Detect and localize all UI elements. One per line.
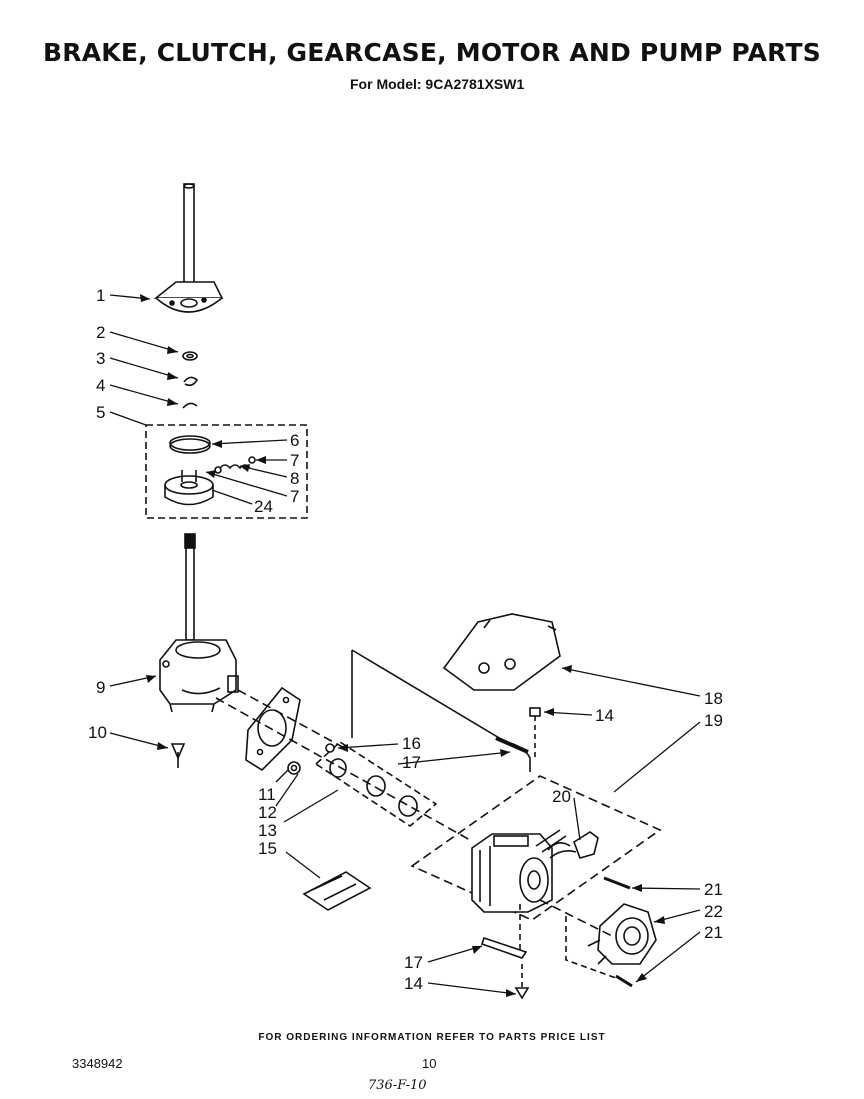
part-21-clip-lower: [615, 974, 633, 988]
part-18-insulator: [442, 613, 561, 691]
callout-22: 22: [704, 902, 723, 921]
part-9-gearcase: [159, 533, 239, 713]
callout-18: 18: [704, 689, 723, 708]
callout-12: 12: [258, 803, 277, 822]
callout-2: 2: [96, 323, 105, 342]
callout-10: 10: [88, 723, 107, 742]
leader-arrowheads: [140, 294, 665, 997]
callout-6: 6: [290, 431, 299, 450]
callout-7a: 7: [290, 451, 299, 470]
part-10-screw: [170, 743, 186, 768]
callout-20: 20: [552, 787, 571, 806]
part-12-nut: [287, 761, 301, 775]
callout-labels: 1 2 3 4 5 6 7 8 7 24 9 10 11 12 13 15 16…: [88, 286, 723, 993]
handwritten-note: 736-F-10: [368, 1078, 427, 1093]
part-15-shield: [302, 871, 372, 911]
callout-1: 1: [96, 286, 105, 305]
part-19-motor-box: [410, 775, 662, 921]
callout-4: 4: [96, 376, 105, 395]
part-5-brake-assembly-box: [145, 424, 308, 519]
model-subtitle: For Model: 9CA2781XSW1: [350, 76, 525, 92]
part-14-screw-lower: [514, 964, 530, 1000]
callout-21-lower: 21: [704, 923, 723, 942]
callout-17-lower: 17: [404, 953, 423, 972]
callout-11: 11: [258, 785, 276, 804]
callout-24: 24: [254, 497, 273, 516]
callout-19: 19: [704, 711, 723, 730]
callout-8: 8: [290, 469, 299, 488]
callout-13: 13: [258, 821, 277, 840]
part-16-pin: [325, 743, 335, 753]
lower-alignment-lines: [519, 899, 617, 979]
part-21-clip-upper: [603, 876, 631, 890]
callout-21-upper: 21: [704, 880, 723, 899]
page-number: 10: [422, 1056, 437, 1071]
part-20-switch: [547, 831, 599, 859]
part-17-strap-lower: [480, 936, 528, 959]
callout-14-lower: 14: [404, 974, 423, 993]
callout-14-upper: 14: [595, 706, 614, 725]
part-14-screw-upper: [529, 707, 541, 760]
page-title: BRAKE, CLUTCH, GEARCASE, MOTOR AND PUMP …: [43, 38, 821, 67]
part-6-brake-band: [169, 435, 211, 454]
callout-16: 16: [402, 734, 421, 753]
ordering-info-note: FOR ORDERING INFORMATION REFER TO PARTS …: [258, 1032, 606, 1043]
part-19-motor: [471, 829, 567, 913]
callout-9: 9: [96, 678, 105, 697]
document-number: 3348942: [72, 1056, 123, 1071]
callout-15: 15: [258, 839, 277, 858]
part-3-spring: [183, 376, 199, 387]
part-24-brake-drum: [164, 470, 214, 506]
part-4-retaining-ring: [182, 402, 198, 409]
alignment-lines: [215, 689, 471, 841]
callout-3: 3: [96, 349, 105, 368]
part-17-bracket-upper: [351, 649, 531, 772]
part-2-washer: [182, 351, 198, 361]
part-1-spin-tube-assembly: [153, 183, 224, 313]
callout-17-upper: 17: [402, 753, 421, 772]
part-22-pump: [587, 903, 657, 965]
part-13-coupling-set: [314, 740, 438, 827]
callout-7b: 7: [290, 487, 299, 506]
callout-5: 5: [96, 403, 105, 422]
